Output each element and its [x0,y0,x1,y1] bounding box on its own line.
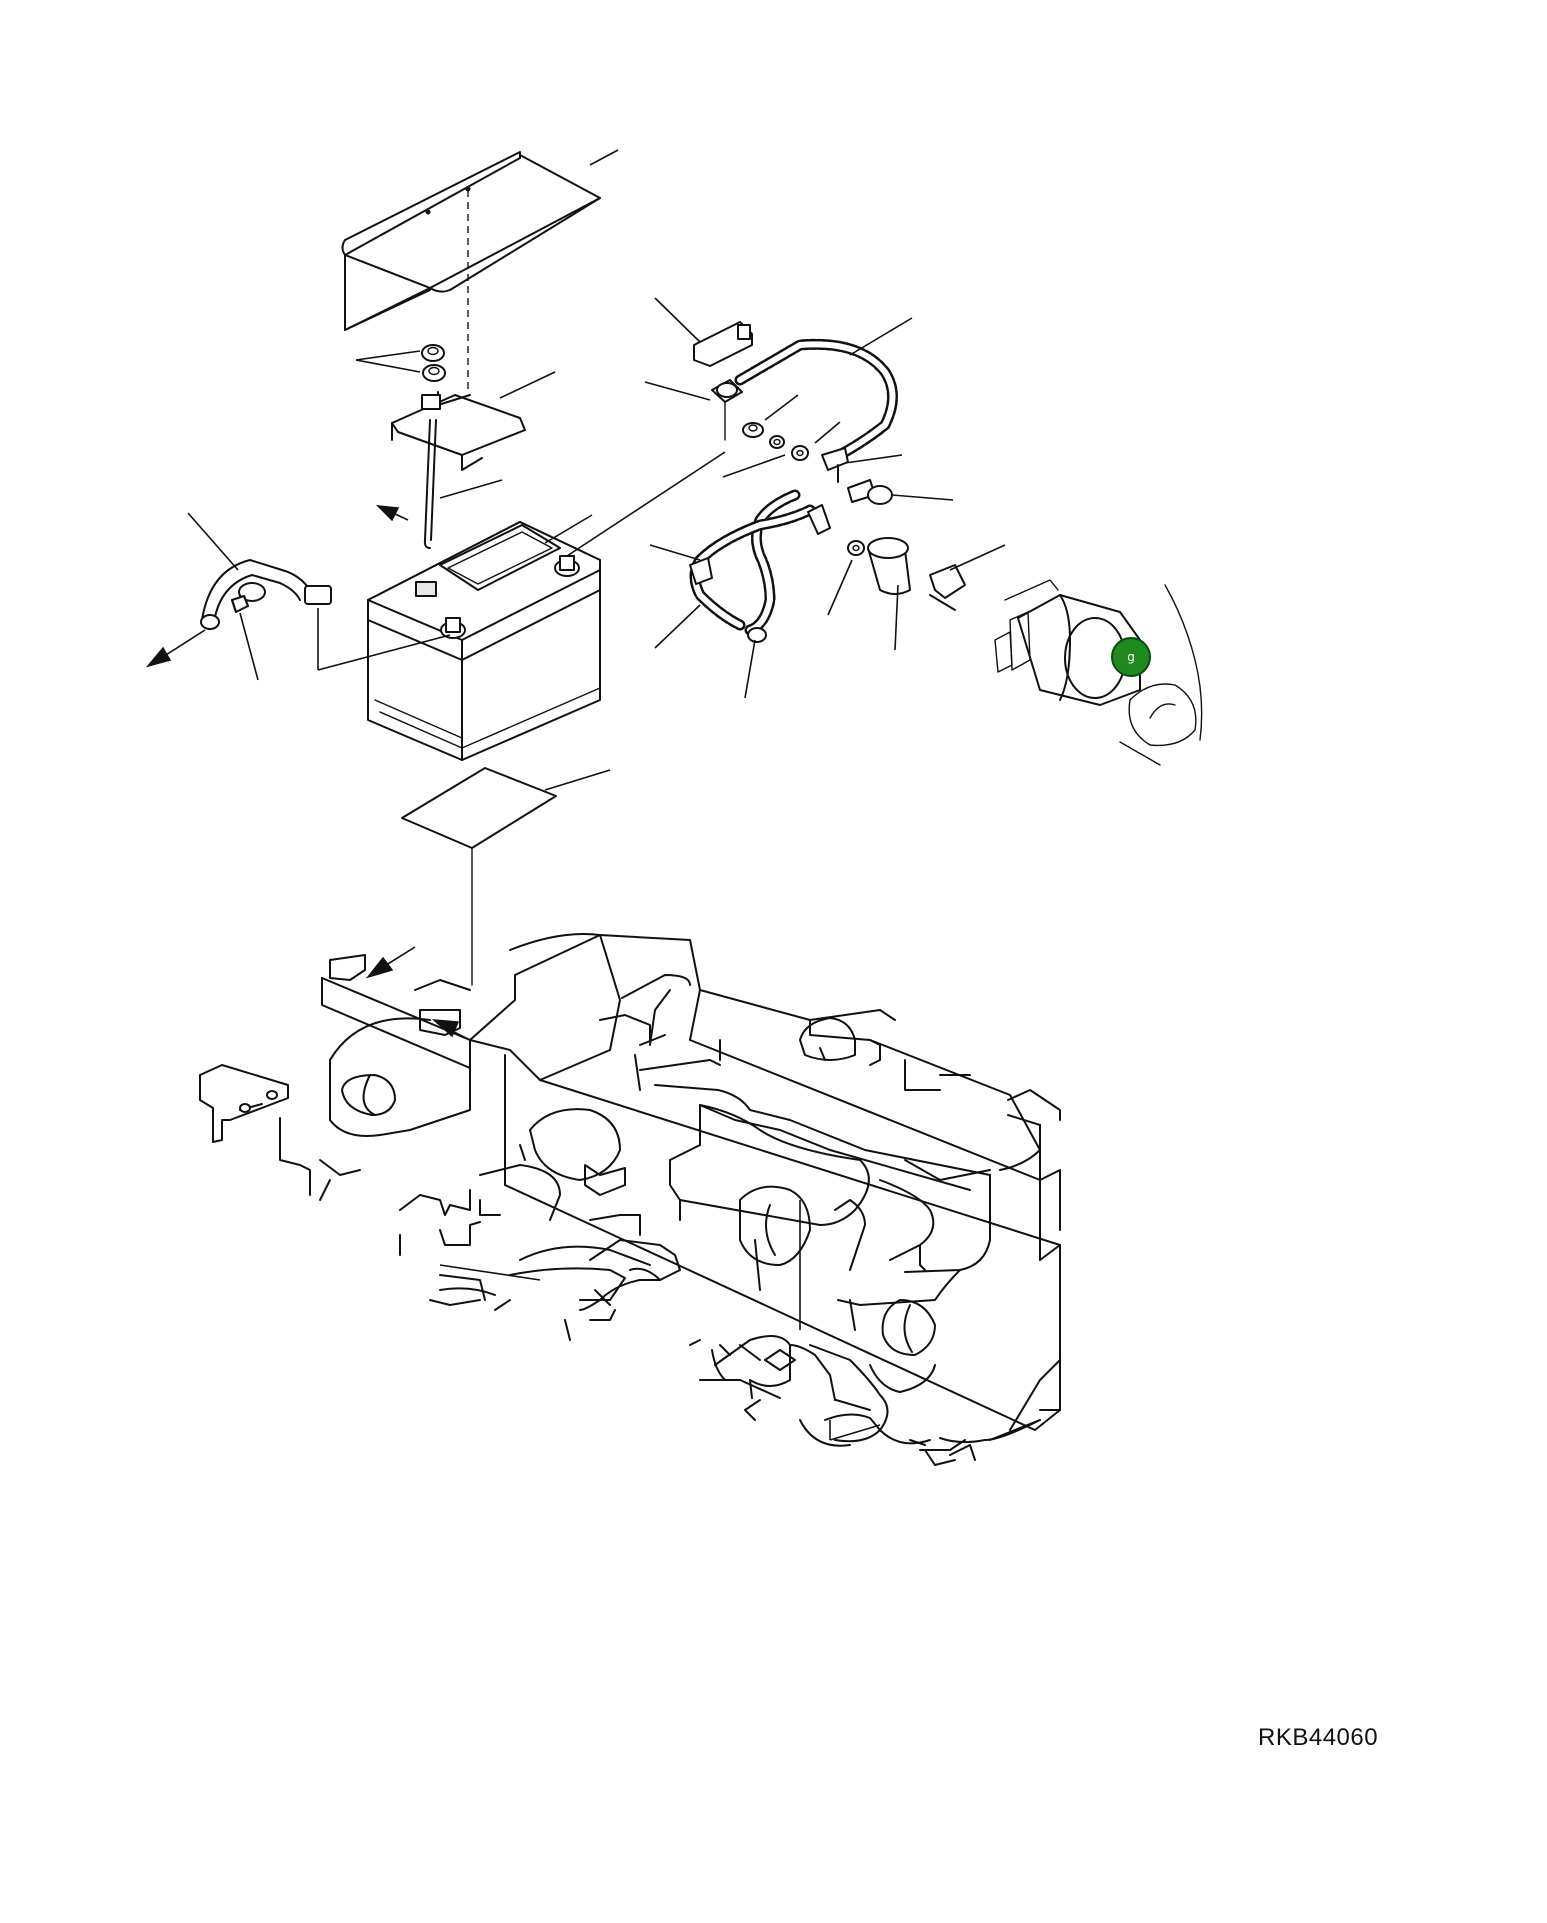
leader-cover [589,149,619,166]
battery [367,521,601,761]
nut-small [742,422,764,438]
drawing-code: RKB44060 [1258,1724,1379,1751]
nut-pair [421,344,446,382]
battery-mat [401,767,557,849]
cable-clamp-lower [689,557,713,585]
upper-frame [199,933,1061,1466]
callout-marker-button[interactable]: g [1111,637,1151,677]
starter-motor [994,579,1203,766]
terminal-cover [693,321,753,367]
ground-bolt [231,582,266,613]
terminal-lug [807,504,831,535]
hold-down-bracket [391,391,526,471]
washer-right [847,540,865,556]
battery-cover [341,151,601,331]
flange-bolt [847,479,893,505]
cable-clamp-upper [821,447,849,483]
clip-connector [929,564,966,611]
terminal-lower [747,627,767,643]
washer-mid [791,445,809,461]
negative-cable [200,559,332,630]
boot-cover [867,537,911,595]
washer-small [769,435,785,449]
j-bolt-rod [423,419,437,549]
positive-terminal-clamp [711,379,743,403]
